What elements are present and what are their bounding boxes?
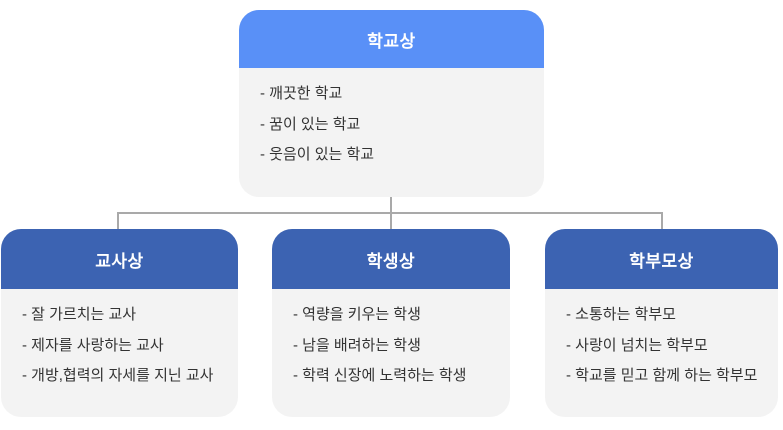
list-item: - 개방,협력의 자세를 지닌 교사 [22,367,214,384]
child-node-title: 학부모상 [629,251,694,271]
list-item: - 잘 가르치는 교사 [22,306,137,323]
list-item: - 웃음이 있는 학교 [260,146,375,163]
child-node-body: - 잘 가르치는 교사 - 제자를 사랑하는 교사 - 개방,협력의 자세를 지… [1,289,238,392]
child-node-header: 학부모상 [545,229,778,289]
list-item: - 사랑이 넘치는 학부모 [566,336,708,354]
list-item: - 소통하는 학부모 [566,306,676,323]
connector-root-vertical [390,197,392,213]
child-node-header: 학생상 [272,229,510,289]
list-item: - 꿈이 있는 학교 [260,115,361,133]
list-item: - 학력 신장에 노력하는 학생 [293,367,467,384]
list-item: - 깨끗한 학교 [260,85,343,102]
child-node-body: - 소통하는 학부모 - 사랑이 넘치는 학부모 - 학교를 믿고 함께 하는 … [545,289,778,392]
child-node-header: 교사상 [1,229,238,289]
child-node-parent: 학부모상 - 소통하는 학부모 - 사랑이 넘치는 학부모 - 학교를 믿고 함… [545,229,778,417]
child-node-title: 교사상 [95,251,144,271]
list-item: - 제자를 사랑하는 교사 [22,336,164,354]
root-node-header: 학교상 [239,10,544,68]
child-node-title: 학생상 [366,251,416,271]
list-item: - 남을 배려하는 학생 [293,336,421,354]
root-node-school: 학교상 - 깨끗한 학교 - 꿈이 있는 학교 - 웃음이 있는 학교 [239,10,544,197]
list-item: - 역량을 키우는 학생 [293,306,421,323]
root-node-body: - 깨끗한 학교 - 꿈이 있는 학교 - 웃음이 있는 학교 [239,68,544,171]
connector-middle-vertical [390,212,392,229]
connector-left-vertical [117,212,119,229]
list-item: - 학교를 믿고 함께 하는 학부모 [566,367,758,384]
child-node-student: 학생상 - 역량을 키우는 학생 - 남을 배려하는 학생 - 학력 신장에 노… [272,229,510,417]
child-node-teacher: 교사상 - 잘 가르치는 교사 - 제자를 사랑하는 교사 - 개방,협력의 자… [1,229,238,417]
connector-right-vertical [661,212,663,229]
root-node-title: 학교상 [367,31,416,51]
child-node-body: - 역량을 키우는 학생 - 남을 배려하는 학생 - 학력 신장에 노력하는 … [272,289,510,392]
